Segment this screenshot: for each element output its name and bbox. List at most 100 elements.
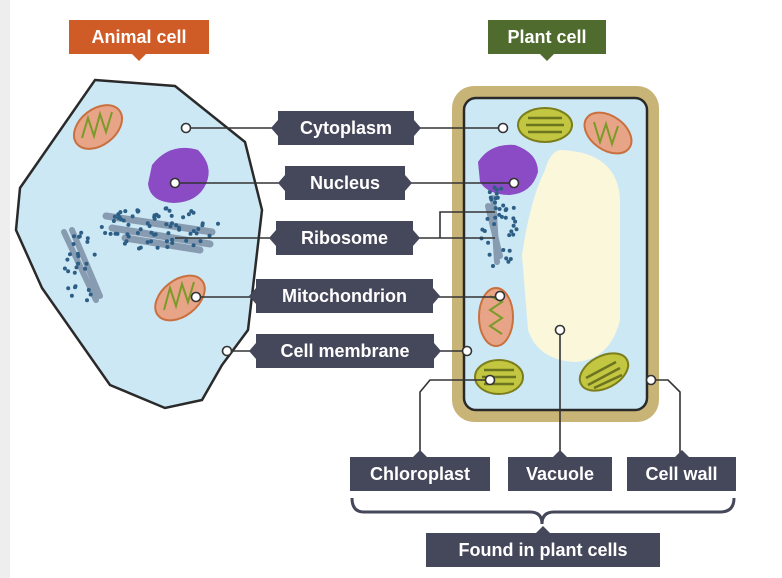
ribosome-dot — [191, 229, 196, 233]
ribosome-dot — [480, 227, 485, 232]
ribosome-dot — [170, 221, 174, 226]
ribosome-dot — [72, 270, 77, 275]
ribosome-dot — [189, 209, 194, 214]
ribosome-dot — [501, 248, 506, 252]
ribosome-dot — [198, 239, 203, 244]
plant-mitochondrion-1 — [583, 111, 633, 155]
ribosome-dot — [137, 246, 141, 251]
ribosome-dot — [164, 206, 169, 211]
ribosome-dot — [124, 239, 129, 244]
ribosome-dot — [118, 210, 123, 215]
ribosome-dot — [79, 230, 84, 235]
nucleus-label-text: Nucleus — [309, 173, 381, 193]
ribosome-dot — [511, 216, 516, 221]
cell-wall-label-text: Cell wall — [645, 464, 718, 484]
cell-membrane-label: Cell membrane — [249, 334, 441, 368]
plant-membrane-pointer — [461, 345, 473, 357]
ribosome-dot — [492, 185, 497, 190]
ribosome-dot — [84, 261, 89, 266]
ribosome-dot — [174, 223, 179, 228]
ribosome-dot — [74, 265, 79, 270]
animal-nucleus — [148, 147, 209, 203]
ribosome-dot — [62, 266, 67, 271]
ribosome-dot — [511, 205, 516, 210]
animal-ribosomes — [62, 206, 220, 303]
leader-lines — [175, 127, 681, 458]
ribosome-leader-right — [413, 211, 495, 239]
plant-vacuole — [522, 150, 620, 362]
ribosome-dot — [138, 227, 143, 232]
ribosome-dot — [145, 240, 150, 245]
cell-wall-pointer — [645, 374, 657, 386]
cell-membrane-label-text: Cell membrane — [280, 341, 410, 361]
animal-mitochondrion-pointer — [190, 291, 202, 303]
ribosome-dot — [487, 252, 492, 257]
ribosome-dot — [186, 212, 191, 217]
plant-chloroplast-1 — [517, 107, 573, 143]
ribosome-dot — [77, 234, 82, 239]
ribosome-dot — [196, 227, 201, 231]
ribosome-dot — [504, 256, 509, 261]
plant-ribosomes — [479, 185, 519, 268]
ribosome-dot — [514, 227, 519, 232]
ribosome-dot — [169, 213, 174, 218]
chloroplast-pointer — [484, 374, 496, 386]
ribosome-dot — [508, 257, 513, 261]
animal-membrane-pointer — [221, 345, 233, 357]
plant-er — [485, 195, 503, 265]
ribosome-dot — [65, 257, 70, 262]
ribosome-dot — [115, 231, 120, 236]
ribosome-dot — [167, 208, 172, 213]
ribosome-dot — [507, 233, 512, 238]
plant-chloroplast-2 — [474, 359, 524, 395]
ribosome-dot — [135, 208, 140, 213]
ribosome-dot — [69, 293, 74, 298]
ribosome-dot — [118, 217, 123, 222]
plant-mitochondrion-pointer — [494, 290, 506, 302]
ribosome-dot — [170, 237, 175, 242]
ribosome-dot — [485, 216, 490, 221]
ribosome-dot — [68, 252, 72, 257]
ribosome-label-text: Ribosome — [300, 228, 388, 248]
plant-cell-title-text: Plant cell — [507, 27, 587, 47]
ribosome-dot — [216, 221, 220, 226]
ribosome-dot — [487, 190, 492, 195]
ribosome-dot — [73, 284, 78, 289]
ribosome-dot — [503, 215, 508, 220]
ribosome-dot — [108, 231, 113, 236]
ribosome-dot — [194, 231, 199, 236]
ribosome-dot — [207, 233, 212, 238]
ribosome-dot — [170, 241, 175, 245]
vacuole-pointer — [554, 324, 566, 336]
nucleus-label: Nucleus — [278, 166, 412, 200]
found-in-plant-cells-text: Found in plant cells — [458, 540, 628, 560]
ribosome-dot — [164, 222, 169, 227]
ribosome-dot — [92, 252, 97, 257]
cytoplasm-label: Cytoplasm — [271, 111, 421, 145]
ribosome-dot — [147, 224, 152, 228]
cell-wall-label: Cell wall — [627, 450, 736, 491]
vacuole-label-text: Vacuole — [525, 464, 595, 484]
ribosome-dot — [486, 240, 491, 245]
ribosome-dot — [145, 221, 150, 226]
ribosome-dot — [75, 251, 80, 256]
ribosome-dot — [165, 245, 170, 249]
ribosome-dot — [507, 248, 512, 253]
ribosome-label: Ribosome — [269, 221, 420, 255]
ribosome-dot — [130, 214, 135, 219]
ribosome-dot — [506, 259, 511, 264]
ribosome-dot — [168, 224, 173, 229]
ribosome-dot — [494, 191, 499, 196]
ribosome-dot — [83, 266, 88, 271]
ribosome-dot — [111, 219, 116, 223]
mitochondrion-label-text: Mitochondrion — [282, 286, 407, 306]
ribosome-dot — [513, 219, 518, 224]
ribosome-dot — [489, 197, 494, 202]
ribosome-dot — [123, 209, 128, 214]
animal-nucleus-pointer — [169, 177, 181, 189]
animal-cell — [14, 78, 264, 410]
cell-wall-leader — [655, 379, 681, 458]
animal-mitochondrion-1 — [73, 104, 123, 150]
ribosome-dot — [166, 231, 171, 236]
left-margin-strip — [0, 0, 10, 578]
